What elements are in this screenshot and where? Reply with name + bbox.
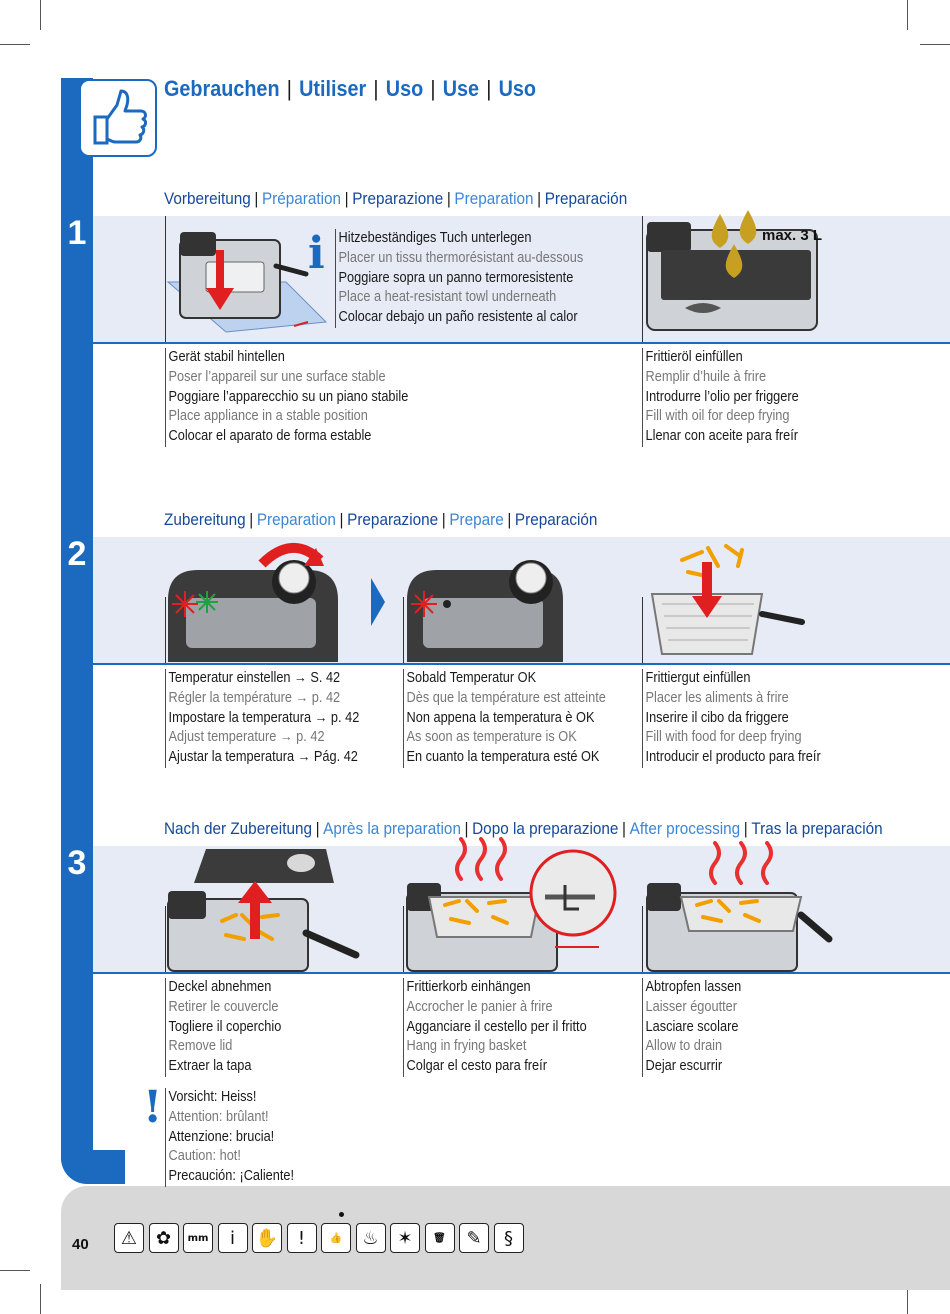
sparkle-icon: ✶	[390, 1223, 420, 1253]
flower-icon: ✿	[148, 1223, 179, 1253]
sidebar-curve	[61, 1150, 125, 1184]
chef-hat-icon-glyph: ♨	[362, 1227, 379, 1249]
info-icon: i	[217, 1223, 248, 1253]
info-icon: i	[308, 228, 325, 279]
caption-step3-drain: Abtropfen lassen Laisser égoutter Lascia…	[642, 978, 741, 1077]
exclamation-icon: !	[286, 1223, 317, 1253]
caption-step2-fill: Frittiergut einfüllen Placer les aliment…	[642, 669, 821, 768]
flower-icon-glyph: ✿	[155, 1227, 172, 1249]
divider	[165, 597, 166, 663]
next-arrow-icon	[371, 578, 385, 626]
exclamation-icon-glyph: !	[297, 1227, 306, 1249]
step-number-2: 2	[67, 535, 87, 573]
thumbs-up-icon	[93, 89, 147, 145]
warning-icon-glyph: ⚠	[120, 1227, 138, 1249]
pencil-icon-glyph: ✎	[466, 1227, 482, 1249]
trash-icon-glyph: 🗑	[433, 1232, 446, 1244]
crop-mark	[920, 44, 950, 45]
divider	[165, 216, 166, 342]
thumbs-up-icon-glyph: 👍	[329, 1232, 343, 1244]
caption-step2-adjust: Temperatur einstellen → S. 42 Régler la …	[165, 669, 359, 768]
pencil-icon: ✎	[459, 1223, 489, 1253]
caption-step2-ready: Sobald Temperatur OK Dès que la températ…	[403, 669, 606, 768]
ready-light-image	[407, 560, 563, 662]
hang-basket-image	[406, 837, 617, 972]
sidebar-bar	[61, 78, 93, 1183]
exclamation-icon: !	[143, 1082, 163, 1133]
sparkle-icon-glyph: ✶	[397, 1227, 413, 1249]
crop-mark	[40, 0, 41, 30]
hand-icon: ✋	[252, 1223, 282, 1253]
step-3-band-line	[93, 972, 950, 974]
step-2-title: Zubereitung|Preparation|Preparazione|Pre…	[164, 510, 598, 529]
trash-icon: 🗑	[424, 1223, 455, 1253]
caption-step1-stable: Gerät stabil hintellen Poser l’appareil …	[165, 348, 408, 447]
ruler-mm-icon-glyph: mm	[187, 1232, 209, 1244]
paragraph-icon: §	[493, 1223, 524, 1253]
warning-text: Vorsicht: Heiss! Attention: brûlant! Att…	[165, 1088, 294, 1187]
remove-lid-image	[167, 849, 360, 972]
divider	[403, 906, 404, 972]
step-number-3: 3	[67, 844, 87, 882]
info-icon-glyph: i	[229, 1227, 235, 1249]
oil-drops-icon	[711, 210, 757, 278]
crop-mark	[0, 1270, 30, 1271]
temperature-knob-image	[168, 542, 338, 662]
divider	[642, 597, 643, 663]
ruler-mm-icon: mm	[183, 1223, 213, 1253]
caption-step3-lid: Deckel abnehmen Retirer le couvercle Tog…	[165, 978, 281, 1077]
step-1-title: Vorbereitung|Préparation|Preparazione|Pr…	[164, 189, 628, 208]
crop-mark	[0, 44, 30, 45]
step-1-band-line	[93, 342, 950, 344]
fryer-on-towel-image	[166, 232, 328, 333]
step-number-1: 1	[67, 214, 87, 252]
active-indicator-dot	[339, 1212, 344, 1217]
paragraph-icon-glyph: §	[504, 1227, 513, 1249]
page-number: 40	[72, 1236, 89, 1253]
divider	[165, 906, 166, 972]
thumbs-up-icon: 👍	[321, 1223, 351, 1253]
chef-hat-icon: ♨	[355, 1223, 386, 1253]
crop-mark	[907, 0, 908, 30]
caption-step1-oil: Frittieröl einfüllen Remplir d’huile à f…	[642, 348, 799, 447]
max-fill-label: max. 3 L	[762, 227, 823, 244]
divider	[642, 906, 643, 972]
warning-icon: ⚠	[114, 1223, 144, 1253]
caption-step3-hang: Frittierkorb einhängen Accrocher le pani…	[403, 978, 587, 1077]
drain-basket-image	[646, 841, 833, 972]
divider	[642, 216, 643, 342]
crop-mark	[907, 1284, 908, 1314]
step-3-title: Nach der Zubereitung|Après la preparatio…	[164, 819, 883, 838]
divider	[403, 597, 404, 663]
thumbs-up-logo	[79, 79, 157, 157]
step-2-band-line	[93, 663, 950, 665]
page-title: Gebrauchen|Utiliser|Uso|Use|Uso	[164, 76, 536, 101]
hand-icon-glyph: ✋	[255, 1227, 279, 1249]
info-text-towel: Hitzebeständiges Tuch unterlegen Placer …	[335, 229, 583, 328]
crop-mark	[40, 1284, 41, 1314]
basket-food-image	[650, 544, 805, 655]
